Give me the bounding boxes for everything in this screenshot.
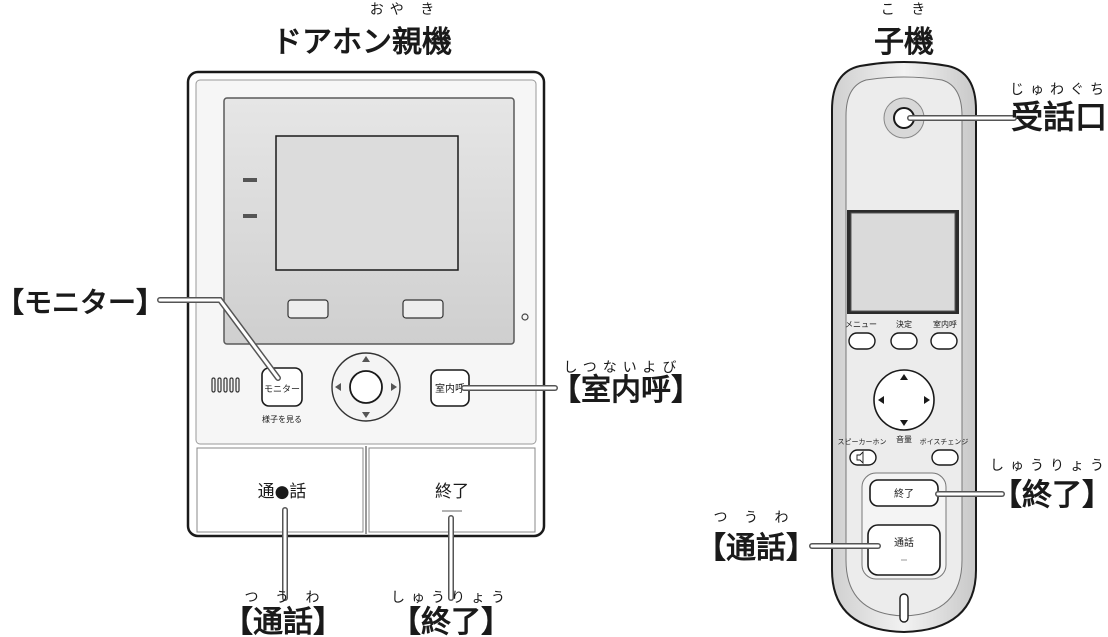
navpad-right-icon[interactable] xyxy=(924,396,930,404)
navpad-left-icon[interactable] xyxy=(878,396,884,404)
handset-end-key-label: 終了 xyxy=(894,487,914,500)
base-unit: おや き ドアホン親機 モニター 様子を見る xyxy=(0,2,701,637)
handset-microphone-icon xyxy=(899,593,909,623)
navpad-down-icon[interactable] xyxy=(900,420,908,426)
callout-receiver: 受話口 xyxy=(1011,98,1107,136)
callout-intercom: 【室内呼】 xyxy=(551,373,701,408)
monitor-screen xyxy=(275,135,459,271)
volume-key-label: 音量 xyxy=(896,434,912,444)
enter-key[interactable] xyxy=(890,332,918,350)
monitor-button-sublabel: 様子を見る xyxy=(262,414,302,424)
base-unit-title-ruby: おや き xyxy=(370,2,440,18)
voice-change-key[interactable] xyxy=(931,449,959,466)
handset-title-ruby: こ き xyxy=(881,2,931,18)
handset-title: 子機 xyxy=(874,25,934,60)
voice-change-key-label: ボイスチェンジ xyxy=(920,438,969,446)
indicator-led-2 xyxy=(243,214,257,218)
dpad-right-icon[interactable] xyxy=(391,383,397,391)
enter-key-label: 決定 xyxy=(896,319,912,329)
callout-talk: 【通話】 xyxy=(223,605,343,637)
indicator-led-1 xyxy=(243,178,257,182)
callout-receiver-ruby: じゅわぐち xyxy=(1010,82,1108,98)
monitor-button[interactable] xyxy=(261,367,303,407)
speaker-icon xyxy=(856,450,864,465)
callout-handset-talk: 【通話】 xyxy=(696,531,816,566)
navpad-up-icon[interactable] xyxy=(900,374,908,380)
intercom-key[interactable] xyxy=(930,332,958,350)
callout-intercom-ruby: しつないよび xyxy=(564,360,683,376)
dpad-up-icon[interactable] xyxy=(362,356,370,362)
callout-monitor: 【モニター】 xyxy=(0,286,164,319)
dpad-center-button[interactable] xyxy=(349,370,383,404)
talk-button[interactable] xyxy=(196,447,364,533)
microphone-icon xyxy=(521,313,529,321)
handset-navpad[interactable] xyxy=(873,369,935,431)
callout-end: 【終了】 xyxy=(391,605,511,637)
menu-key-label: メニュー xyxy=(845,320,877,329)
end-button-label: 終了 xyxy=(435,482,469,502)
handset-talk-key-label: 通話 xyxy=(894,536,914,549)
base-unit-title: ドアホン親機 xyxy=(272,25,452,60)
callout-handset-talk-ruby: つ う わ xyxy=(714,510,795,526)
handset: こ き 子機 メニュー 決定 室内呼 スピーカーホン 音量 ボイスチェンジ xyxy=(696,2,1108,634)
intercom-button-label: 室内呼 xyxy=(435,382,465,395)
callout-handset-end-ruby: しゅうりょう xyxy=(990,458,1108,474)
screen-soft-button-right[interactable] xyxy=(402,299,444,319)
speaker-key-label: スピーカーホン xyxy=(838,438,887,446)
handset-talk-key[interactable] xyxy=(867,524,941,576)
dpad-down-icon[interactable] xyxy=(362,412,370,418)
intercom-key-label: 室内呼 xyxy=(933,319,957,329)
screen-soft-button-left[interactable] xyxy=(287,299,329,319)
callout-end-ruby: しゅうりょう xyxy=(391,590,511,606)
talk-button-label: 通●話 xyxy=(258,482,307,502)
speaker-grille xyxy=(211,377,240,393)
callout-talk-ruby: つ う わ xyxy=(245,590,326,606)
dpad-left-icon[interactable] xyxy=(335,383,341,391)
menu-key[interactable] xyxy=(848,332,876,350)
monitor-button-label: モニター xyxy=(264,384,300,395)
handset-screen xyxy=(850,212,956,312)
callout-handset-end: 【終了】 xyxy=(992,478,1108,513)
